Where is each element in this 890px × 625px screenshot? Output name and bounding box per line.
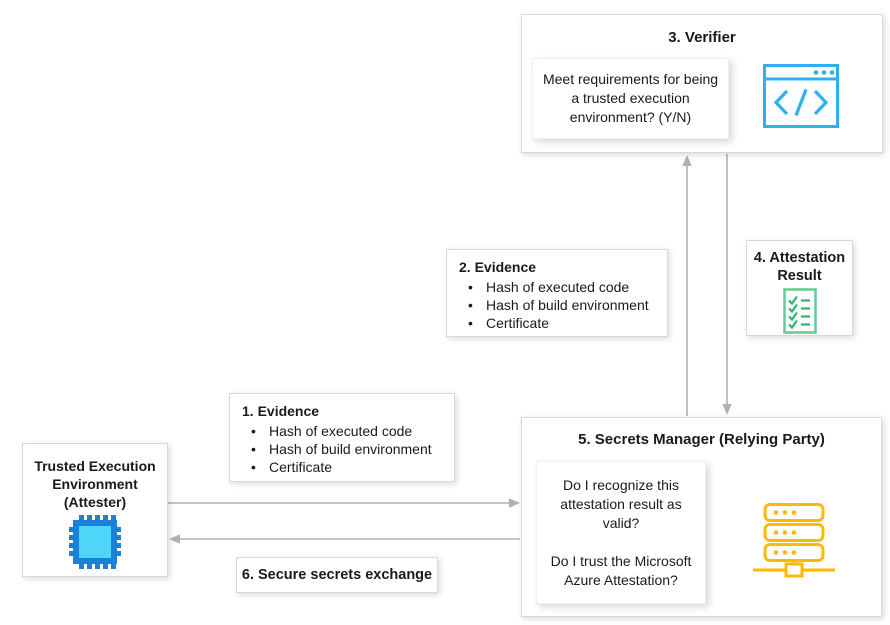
evidence-1-item: Certificate: [242, 458, 442, 476]
secrets-question-2: Do I trust the Microsoft Azure Attestati…: [550, 552, 692, 588]
checklist-icon: [782, 288, 817, 334]
evidence-1-title: 1. Evidence: [242, 403, 320, 419]
tee-attester-title: Trusted Execution Environment (Attester): [34, 458, 156, 510]
secrets-question-1: Do I recognize this attestation result a…: [560, 476, 682, 531]
arrow-secrets-left: [169, 534, 520, 544]
server-icon: [753, 503, 835, 578]
verifier-question-note: Meet requirements for being a trusted ex…: [532, 58, 729, 139]
browser-code-icon: [763, 64, 839, 128]
evidence-2-box: 2. Evidence Hash of executed code Hash o…: [446, 249, 668, 337]
evidence-2-item: Certificate: [459, 314, 655, 332]
attestation-result-title: 4. Attestation Result: [753, 250, 846, 284]
secrets-manager-box: 5. Secrets Manager (Relying Party) Do I …: [521, 417, 882, 617]
attestation-result-box: 4. Attestation Result: [746, 240, 853, 336]
evidence-2-title: 2. Evidence: [459, 259, 537, 275]
verifier-title: 3. Verifier: [668, 29, 736, 46]
secure-secrets-exchange-box: 6. Secure secrets exchange: [236, 557, 438, 593]
secure-secrets-exchange-title: 6. Secure secrets exchange: [241, 566, 433, 583]
secrets-manager-title: 5. Secrets Manager (Relying Party): [578, 431, 825, 448]
arrow-attestation-down: [722, 154, 732, 415]
evidence-1-item: Hash of build environment: [242, 440, 442, 458]
evidence-1-item: Hash of executed code: [242, 422, 442, 440]
chip-icon: [69, 515, 121, 569]
verifier-question-text: Meet requirements for being a trusted ex…: [542, 71, 719, 125]
evidence-1-list: Hash of executed code Hash of build envi…: [242, 422, 442, 476]
arrow-evidence-right: [168, 498, 520, 508]
verifier-box: 3. Verifier Meet requirements for being …: [521, 14, 883, 153]
evidence-2-item: Hash of build environment: [459, 296, 655, 314]
evidence-2-item: Hash of executed code: [459, 278, 655, 296]
evidence-1-box: 1. Evidence Hash of executed code Hash o…: [229, 393, 455, 482]
evidence-2-list: Hash of executed code Hash of build envi…: [459, 278, 655, 332]
tee-attester-box: Trusted Execution Environment (Attester): [22, 443, 168, 577]
secrets-manager-question-note: Do I recognize this attestation result a…: [536, 461, 706, 604]
arrow-evidence-up: [682, 155, 692, 416]
